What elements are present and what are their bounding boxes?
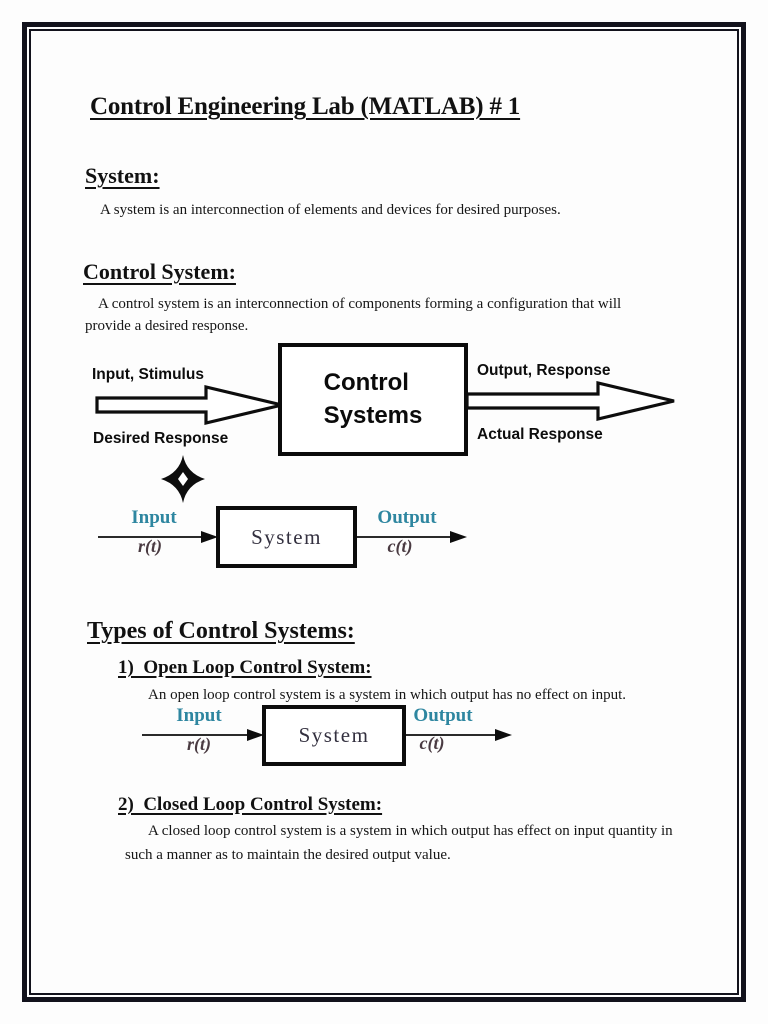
output-signal: c(t) [387,536,413,556]
output-label: Output [413,705,473,726]
page-title: Control Engineering Lab (MATLAB) # 1 [90,93,521,120]
system-box: System [216,506,357,568]
closed-loop-heading: 2) Closed Loop Control System: [118,794,383,815]
input-signal: r(t) [138,536,162,556]
page-border-inner [29,29,739,995]
arrow-right-icon [357,531,467,543]
control-system-heading: Control System: [83,259,236,284]
input-label: Input [131,507,177,528]
output-signal: c(t) [419,733,445,753]
types-heading: Types of Control Systems: [87,618,355,644]
system-heading: System: [85,163,160,188]
control-systems-box: Control Systems [278,343,468,456]
system-box-label: System [251,524,322,549]
block-arrow-right-icon [466,380,675,422]
control-systems-box-label: Control Systems [323,369,423,429]
output-label: Output [377,507,437,528]
four-point-star-icon [161,455,205,503]
block-arrow-right-icon [95,384,283,426]
arrow-right-icon [98,531,218,543]
input-label: Input [176,705,222,726]
open-loop-body: An open loop control system is a system … [148,687,626,703]
page-border [22,22,746,1002]
system-body: A system is an interconnection of elemen… [100,202,561,218]
input-signal: r(t) [187,734,211,754]
arrow-right-icon [406,729,512,741]
closed-loop-body: A closed loop control system is a system… [125,823,673,863]
open-loop-heading: 1) Open Loop Control System: [118,657,372,678]
output-response-label: Output, Response [477,362,611,379]
input-stimulus-label: Input, Stimulus [92,366,204,383]
arrow-right-icon [142,729,264,741]
system-box: System [262,705,406,766]
actual-response-label: Actual Response [477,426,603,443]
desired-response-label: Desired Response [93,430,229,447]
system-box-label: System [298,723,370,747]
control-system-body: A control system is an interconnection o… [85,296,622,334]
